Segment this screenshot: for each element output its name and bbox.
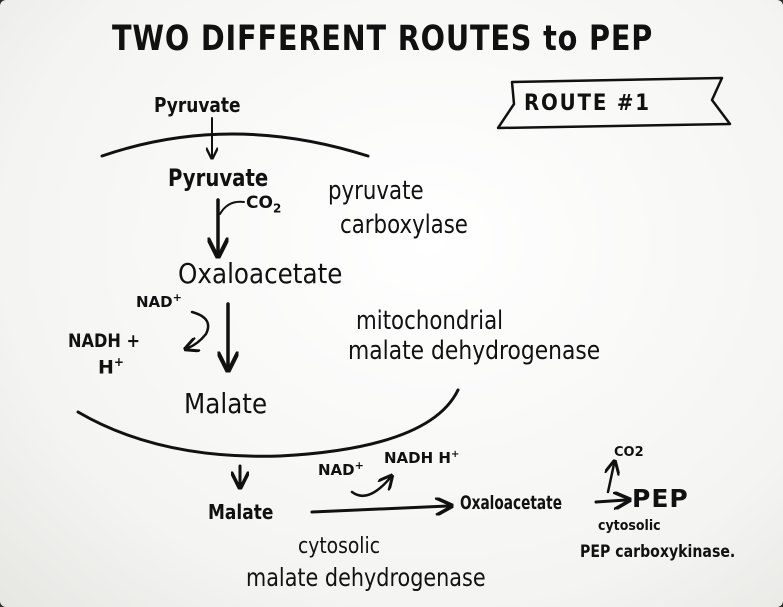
nad-mito-sup: + <box>173 291 182 304</box>
co2-text: CO <box>246 193 273 213</box>
pepck-line1: cytosolic <box>598 519 661 533</box>
mito-mdh-line1: mitochondrial <box>356 308 503 334</box>
oxaloacetate-mito: Oxaloacetate <box>178 260 342 288</box>
membrane-bottom <box>78 390 458 456</box>
h-mito-sup: + <box>114 355 124 369</box>
co2-cytosol: CO2 <box>614 446 644 459</box>
co2-curl <box>220 202 244 214</box>
nad-cytosol-text: NAD <box>318 461 355 479</box>
route-label: ROUTE #1 <box>524 93 651 115</box>
co2-label: CO2 <box>246 195 281 214</box>
h-mito: H+ <box>98 356 124 377</box>
pep-product: PEP <box>632 486 689 511</box>
arrow-malate-to-oxaloacetate <box>312 506 448 512</box>
pyruvate-outside: Pyruvate <box>154 95 241 115</box>
nad-mito: NAD+ <box>136 292 182 310</box>
cyto-mdh-line1: cytosolic <box>298 536 380 558</box>
pepck-line2: PEP carboxykinase. <box>580 544 735 561</box>
nadh-mito: NADH + <box>68 332 140 351</box>
cyto-mdh-line2: malate dehydrogenase <box>246 565 486 590</box>
nadh-cytosol-text: NADH H <box>384 449 451 467</box>
arrow-co2-release <box>608 464 614 492</box>
nadh-cytosol: NADH H+ <box>384 450 459 466</box>
nad-curl <box>188 312 208 348</box>
co2-subscript: 2 <box>273 201 281 215</box>
oxaloacetate-cytosol: Oxaloacetate <box>460 494 562 513</box>
nad-curl-cytosol <box>352 478 390 496</box>
pyruvate-inside: Pyruvate <box>168 166 268 190</box>
nadh-cytosol-sup: + <box>451 449 459 460</box>
nad-cytosol: NAD+ <box>318 460 364 478</box>
h-mito-text: H <box>98 356 114 378</box>
diagram-title: TWO DIFFERENT ROUTES to PEP <box>112 22 653 57</box>
membrane-top <box>102 134 368 156</box>
mito-mdh-line2: malate dehydrogenase <box>348 338 600 364</box>
nad-cytosol-sup: + <box>355 459 364 472</box>
pyruvate-carboxylase-line2: carboxylase <box>340 212 468 238</box>
nad-mito-text: NAD <box>136 293 173 311</box>
arrow-oxaloacetate-to-pep <box>596 500 626 502</box>
pyruvate-carboxylase-line1: pyruvate <box>328 178 424 204</box>
malate-cytosol: Malate <box>208 502 273 522</box>
malate-mito: Malate <box>184 390 267 418</box>
